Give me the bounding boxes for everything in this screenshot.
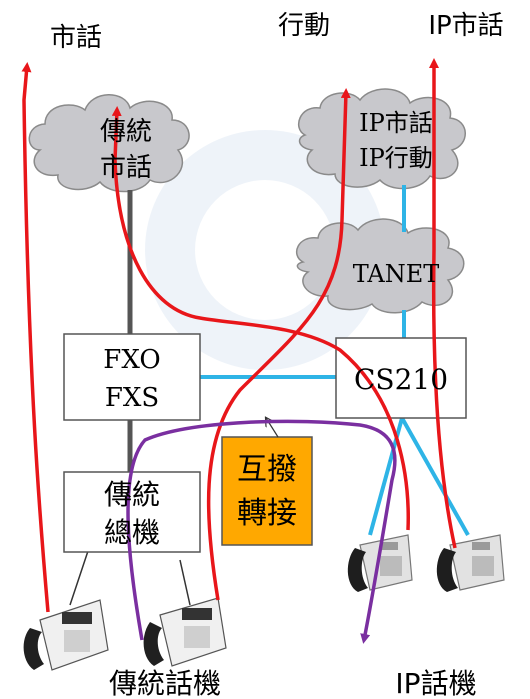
pstn-cloud xyxy=(28,94,190,193)
ip-network-cloud xyxy=(298,88,466,190)
fxo-fxs-box xyxy=(63,333,201,421)
ip-phone-label: IP話機 xyxy=(395,667,476,699)
pstn-cloud-label-line2: 市話 xyxy=(100,153,152,183)
pbx-phone1-line xyxy=(69,544,91,606)
pbx-phone2-line xyxy=(179,559,191,606)
fxo-label: FXO xyxy=(103,345,160,375)
ip-cloud-label-line1: IP市話 xyxy=(359,109,433,137)
fxs-label: FXS xyxy=(105,383,159,413)
traditional-phone-label: 傳統話機 xyxy=(109,667,221,699)
pbx-label-line2: 總機 xyxy=(104,516,160,549)
cs210-box xyxy=(335,337,467,419)
call-path-trad-to-mobile xyxy=(206,88,351,601)
pbx-label-line1: 傳統 xyxy=(104,478,160,511)
landline-top-label: 市話 xyxy=(50,23,102,53)
tanet-label: TANET xyxy=(353,260,440,288)
cs210-phone2-link xyxy=(400,417,470,536)
internal-transfer-path xyxy=(126,419,397,644)
transfer-label-line2: 轉接 xyxy=(237,496,297,531)
traditional-phone-1-icon xyxy=(23,599,109,671)
transfer-label-line1: 互撥 xyxy=(237,452,297,487)
ip-phone-2-icon xyxy=(436,534,505,592)
pbx-box xyxy=(63,471,201,553)
call-path-trad-to-landline xyxy=(21,62,50,613)
ip-cloud-label-line2: IP行動 xyxy=(359,144,433,172)
ip-phone-1-icon xyxy=(347,534,413,592)
traditional-phone-2-icon xyxy=(143,597,227,667)
call-path-ip-to-landline xyxy=(111,106,410,531)
call-path-ip-to-ip-landline xyxy=(429,58,457,549)
pstn-cloud-label-line1: 傳統 xyxy=(100,117,152,147)
transfer-box xyxy=(221,436,313,546)
mobile-top-label: 行動 xyxy=(278,11,330,41)
cs210-label: CS210 xyxy=(354,363,448,396)
ip-landline-top-label: IP市話 xyxy=(428,11,503,41)
watermark-logo xyxy=(145,130,385,370)
